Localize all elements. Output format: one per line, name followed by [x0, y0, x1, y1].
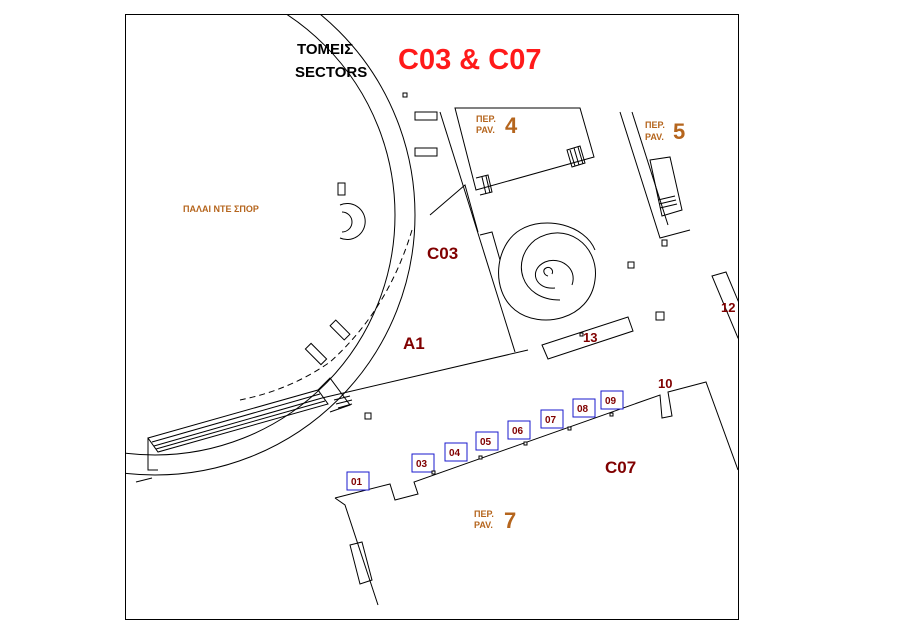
slot-07-label: 07: [545, 415, 557, 426]
slot-08[interactable]: 08: [572, 398, 596, 418]
pavilion-7-prefix-en: PAV.: [474, 520, 493, 530]
pavilion-5-prefix-gr: ΠΕΡ.: [645, 120, 665, 130]
slot-08-label: 08: [577, 404, 589, 415]
slot-05-label: 05: [480, 437, 492, 448]
sector-c07-wall: [334, 381, 738, 606]
pavilion-4-number: 4: [505, 113, 518, 138]
marker-4: [364, 412, 372, 420]
slot-07[interactable]: 07: [540, 409, 564, 429]
pavilion-5-building: [619, 111, 691, 247]
sector-c03-outline: [439, 111, 516, 353]
sector-label-a1: A1: [403, 334, 425, 353]
posts: [431, 332, 614, 475]
spiral-core: [543, 267, 553, 277]
booth-4: [304, 342, 328, 366]
palace-dome: [126, 15, 416, 476]
palace-entrance-arc: [339, 203, 366, 240]
pavilion-5-number: 5: [673, 119, 685, 144]
sector-label-c07: C07: [605, 458, 636, 477]
pavilion-7-number: 7: [504, 508, 516, 533]
slot-05[interactable]: 05: [475, 431, 499, 451]
marker-2: [627, 261, 635, 269]
slot-03[interactable]: 03: [411, 453, 435, 473]
palace-entrance-arc-inner: [341, 211, 353, 233]
title-greek: ΤΟΜΕΙΣ: [297, 41, 353, 58]
slot-04[interactable]: 04: [444, 442, 468, 462]
spiral-inner: [534, 260, 574, 289]
pavilion-4-prefix-gr: ΠΕΡ.: [476, 114, 496, 124]
slot-01[interactable]: 01: [346, 471, 370, 491]
fence-line: [239, 229, 413, 401]
spiral-sculpture: [498, 222, 596, 321]
title-english: SECTORS: [295, 64, 367, 81]
slot-09-label: 09: [605, 396, 617, 407]
slot-06[interactable]: 06: [507, 420, 531, 440]
map-frame: [125, 14, 739, 620]
number-12: 12: [721, 300, 735, 315]
number-13: 13: [583, 330, 597, 345]
slot-04-label: 04: [449, 448, 461, 459]
pavilion-7-prefix-gr: ΠΕΡ.: [474, 509, 494, 519]
booth-1: [414, 111, 438, 121]
sector-label-c03: C03: [427, 244, 458, 263]
slot-01-label: 01: [351, 477, 363, 488]
marker-3: [655, 311, 665, 321]
marker-1: [402, 92, 408, 98]
pavilion-5-prefix-en: PAV.: [645, 132, 664, 142]
palace-label: ΠΑΛΑΙ ΝΤΕ ΣΠΟΡ: [183, 204, 259, 214]
palace-kiosk: [337, 182, 346, 196]
slot-03-label: 03: [416, 459, 428, 470]
pavilion-4-prefix-en: PAV.: [476, 125, 495, 135]
booth-3: [329, 319, 351, 341]
pavilion-4-building: [454, 107, 595, 196]
number-10: 10: [658, 376, 672, 391]
slot-09[interactable]: 09: [600, 390, 624, 410]
sectors-title: C03 & C07: [398, 44, 541, 76]
block-12: [711, 271, 738, 339]
block-13: [541, 316, 634, 360]
booth-2: [414, 147, 438, 157]
ramp-stairs: [135, 377, 353, 483]
sector-a1-outline: [321, 184, 529, 399]
slot-06-label: 06: [512, 426, 524, 437]
